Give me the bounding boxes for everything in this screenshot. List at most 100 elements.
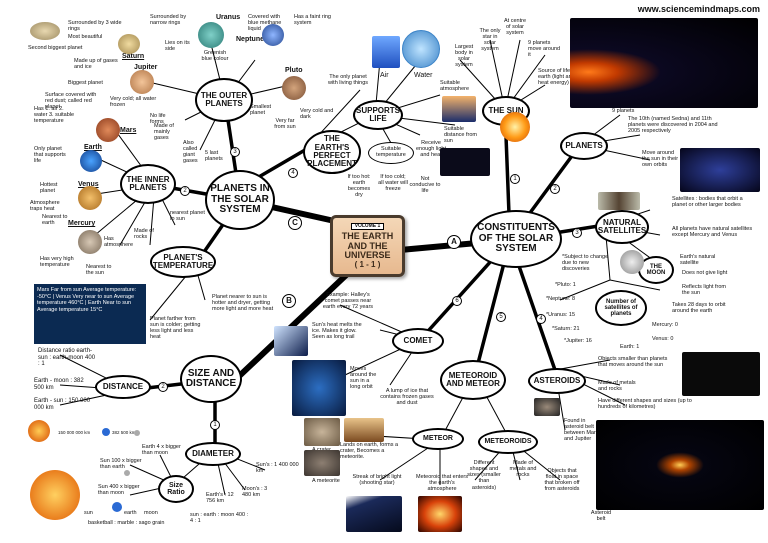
central-subtitle: ( 1 - 1 ) — [354, 259, 381, 269]
meteorite-landing-image — [344, 418, 384, 442]
text-moons-d: Moon's : 3 480 km — [242, 486, 268, 499]
diameter-node[interactable]: DIAMETER — [185, 442, 241, 466]
natural-satellites-image — [598, 192, 640, 210]
text-distance-ratio: Distance ratio earth-sun : earth-moon 40… — [38, 348, 96, 368]
text-lies-side: Lies on its side — [165, 40, 190, 53]
label-neptune: Neptune — [236, 36, 264, 43]
meteoroid-and-meteor-node[interactable]: METEOROID AND METEOR — [440, 360, 506, 400]
text-earth4: Earth 4 x bigger than moon — [142, 444, 181, 457]
text-earths-d: Earth's : 12 756 km — [206, 492, 234, 505]
branch-number-5: 5 — [496, 312, 506, 322]
size-ratio-node[interactable]: Size Ratio — [158, 475, 194, 503]
branch-number-c4: 4 — [288, 168, 298, 178]
branch-c-label: C — [288, 216, 302, 230]
text-receive-light: Receive enough light and heat — [416, 140, 446, 159]
air-image — [372, 36, 400, 68]
text-lump-ice: A lump of ice that contains frozen gases… — [380, 388, 434, 407]
text-surround3: Surrounded by 3 wide rings — [68, 20, 122, 33]
the-moon-node[interactable]: THE MOON — [638, 256, 674, 284]
text-nearest-sun: Nearest to the sun — [86, 264, 112, 277]
atmosphere-image — [442, 96, 476, 122]
planet-orbits-image — [680, 148, 760, 192]
count-uranus: *Uranus: 15 — [546, 312, 576, 318]
branch-number-b1: 1 — [210, 420, 220, 430]
label-mercury: Mercury — [68, 220, 96, 227]
text-too-cold: If too cold; all water will freeze — [378, 174, 408, 193]
inner-planets-node[interactable]: THE INNER PLANETS — [120, 164, 176, 204]
text-earth-moon: Earth - moon : 382 500 km — [34, 378, 84, 391]
branch-b-label: B — [282, 294, 296, 308]
pluto-image — [282, 76, 306, 100]
size-and-distance-node[interactable]: SIZE AND DISTANCE — [180, 355, 242, 403]
text-objects-smaller: Objects smaller than planets that moves … — [598, 356, 668, 369]
earth-perfect-placement-node[interactable]: THE EARTH'S PERFECT PLACEMENT — [303, 130, 361, 174]
text-second-biggest: Second biggest planet — [28, 45, 83, 51]
text-faint-ring: Has a faint ring system — [294, 14, 331, 27]
planets-node[interactable]: PLANETS — [560, 132, 608, 160]
venus-image — [78, 186, 102, 210]
label-air: Air — [380, 72, 389, 79]
text-diff-shapes: Have different shapes and sizes (up to h… — [598, 398, 692, 411]
text-lands-earth: Lands on earth, forms a crater, Becomes … — [340, 442, 399, 461]
branch-b-line — [232, 259, 363, 383]
label-pluto: Pluto — [285, 67, 303, 74]
asteroids-image — [682, 352, 760, 396]
water-globe-image — [402, 30, 440, 68]
text-diff-shapes2: Different shapes and sizes (smaller than… — [467, 460, 501, 491]
text-source-life: Source of life on earth (light and heat … — [538, 68, 578, 87]
asteroids-node[interactable]: ASTEROIDS — [528, 368, 586, 394]
label-mars: Mars — [120, 127, 137, 134]
text-very-cold-dark: Very cold and dark — [300, 108, 334, 121]
text-sat-bodies: Satellites : bodies that orbit a planet … — [672, 196, 743, 209]
outer-planets-node[interactable]: THE OUTER PLANETS — [195, 78, 253, 122]
text-all-planets: All planets have natural satellites exce… — [672, 226, 753, 239]
text-tenth: The 10th (named Sedna) and 11th planets … — [628, 116, 718, 135]
earth-image — [80, 150, 102, 172]
mars-image — [96, 118, 120, 142]
meteor-node[interactable]: METEOR — [412, 428, 464, 450]
text-made-rocks: Made of rocks — [134, 228, 154, 241]
text-has-atmos: Has atmosphere — [104, 236, 134, 249]
natural-satellites-node[interactable]: NATURAL SATELLITES — [595, 210, 649, 244]
text-9-planets: 9 planets — [612, 108, 635, 114]
text-objects-float: Objects that float in space that broken … — [544, 468, 580, 493]
solar-system-image — [570, 18, 758, 108]
count-neptune: *Neptune: 8 — [546, 296, 576, 302]
meteoroids-node[interactable]: METEOROIDS — [478, 430, 538, 454]
neptune-image — [262, 24, 284, 46]
branch-number-3: 3 — [572, 228, 582, 238]
text-planet-nearer: Planet nearer to sun is hotter and dryer… — [212, 294, 274, 313]
text-subject-change: *Subject to change due to new discoverie… — [562, 254, 609, 273]
count-mercury: Mercury: 0 — [652, 322, 678, 328]
text-found-belt: Found in asteroid belt between Mars and … — [564, 418, 599, 443]
text-suitable-atmos: Suitable atmosphere — [440, 80, 470, 93]
suitable-temperature-node[interactable]: Suitable temperature — [368, 142, 414, 164]
supports-life-node[interactable]: SUPPORTS LIFE — [353, 100, 403, 130]
text-earth-sun: Earth - sun : 150 000 000 km — [34, 398, 91, 411]
uranus-image — [198, 22, 224, 48]
shooting-star-image — [346, 496, 402, 532]
planets-solar-system-node[interactable]: PLANETS IN THE SOLAR SYSTEM — [205, 170, 275, 230]
label-earth-small: earth — [124, 510, 137, 516]
distance-node[interactable]: DISTANCE — [95, 375, 151, 399]
text-reflects: Reflects light from the sun — [682, 284, 727, 297]
planet-temperature-node[interactable]: PLANET'S TEMPERATURE — [150, 246, 216, 278]
text-not-conducive: Not conducive to life — [409, 176, 441, 195]
comet-node[interactable]: COMET — [392, 328, 444, 354]
asteroids-small-image — [534, 398, 560, 416]
text-takes28: Takes 28 days to orbit around the earth — [672, 302, 726, 315]
count-saturn: *Saturn: 21 — [552, 326, 580, 332]
constituents-node[interactable]: CONSTITUENTS OF THE SOLAR SYSTEM — [470, 210, 562, 268]
label-sun-small: sun — [84, 510, 93, 516]
text-suns-d: Sun's : 1 400 000 km — [256, 462, 299, 475]
website-url[interactable]: www.sciencemindmaps.com — [637, 4, 760, 14]
branch-number-c2: 2 — [180, 186, 190, 196]
label-jupiter: Jupiter — [134, 64, 158, 71]
sun-image — [500, 112, 530, 142]
moon-image — [620, 250, 644, 274]
text-ratio-line: sun : earth : moon 400 : 4 : 1 — [190, 512, 249, 525]
text-sun400: Sun 400 x bigger than moon — [98, 484, 140, 497]
text-atmos-traps: Atmosphere traps heat — [30, 200, 60, 213]
label-uranus: Uranus — [216, 14, 241, 21]
number-of-satellites-node[interactable]: Number of satellites of planets — [595, 290, 647, 326]
